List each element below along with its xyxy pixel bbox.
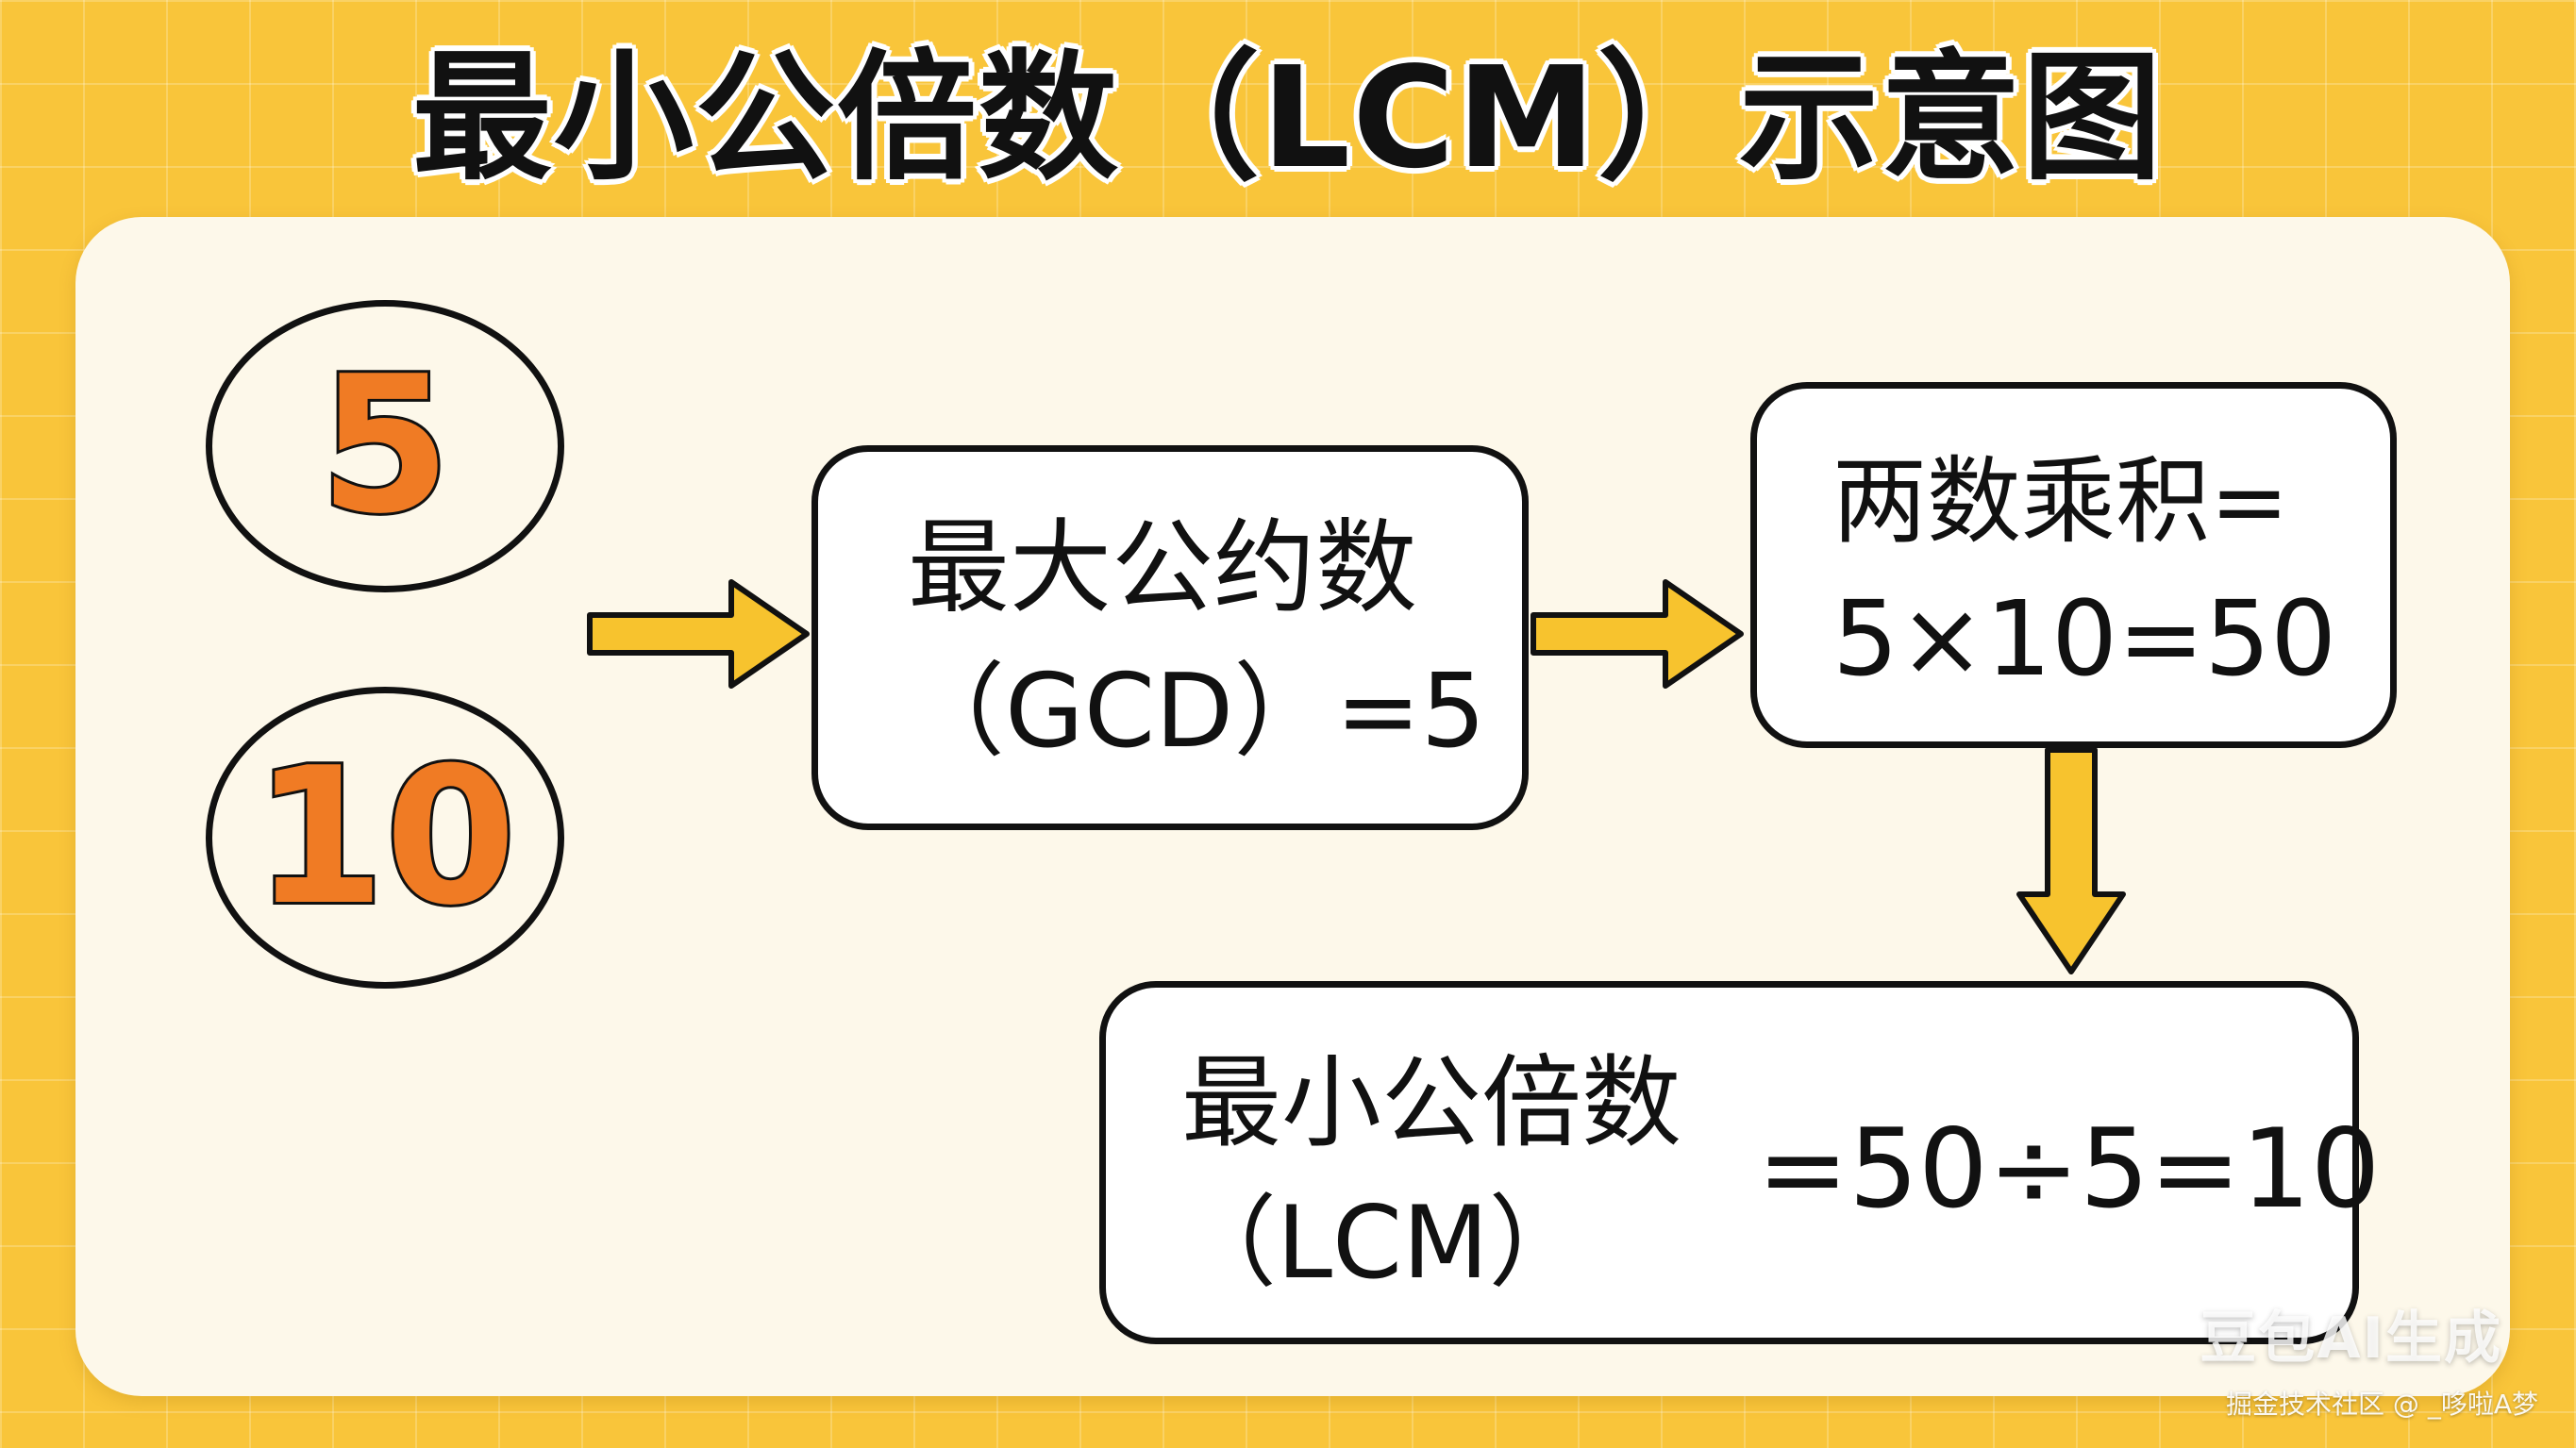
number-second: 10	[251, 727, 519, 947]
product-box: 两数乘积= 5×10=50	[1750, 382, 2397, 748]
watermark: 豆包AI生成	[2200, 1306, 2502, 1372]
credit-text: 掘金技术社区 @ _哆啦A梦	[2226, 1389, 2538, 1420]
lcm-box: 最小公倍数 （LCM） =50÷5=10	[1099, 981, 2381, 1344]
lcm-formula: =50÷5=10	[1757, 1106, 2381, 1233]
gcd-value: （GCD）=5	[903, 653, 1486, 771]
page-title: 最小公倍数（LCM）示意图	[411, 37, 2165, 199]
lcm-label: 最小公倍数	[1181, 1045, 1681, 1161]
number-circle-second: 10	[206, 687, 564, 989]
gcd-label: 最大公约数	[908, 509, 1418, 627]
gcd-box: 最大公约数 （GCD）=5	[811, 445, 1529, 830]
product-value: 5×10=50	[1832, 578, 2337, 699]
number-circle-first: 5	[206, 300, 564, 592]
product-label: 两数乘积=	[1832, 446, 2289, 557]
lcm-abbrev: （LCM）	[1177, 1185, 1589, 1301]
number-first: 5	[316, 336, 453, 556]
